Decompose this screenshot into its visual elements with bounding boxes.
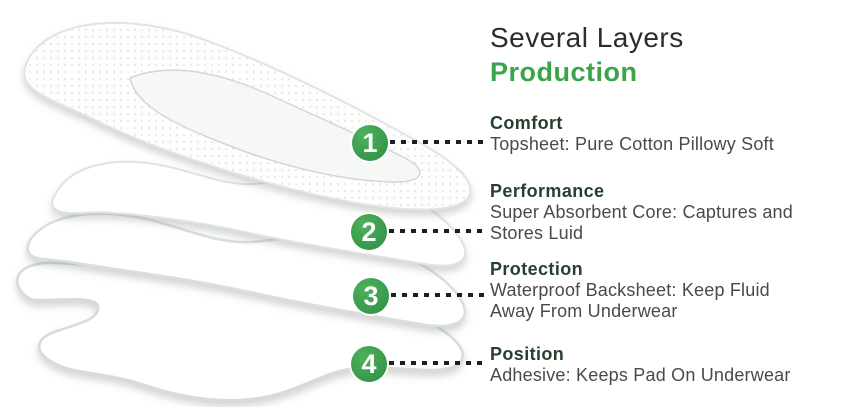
step-1-heading: Comfort [490,113,563,133]
step-3-description-line: Away From Underwear [490,301,678,321]
step-2-badge: 2 [351,214,387,250]
pad-illustration [16,21,472,402]
step-4-text: Position Adhesive: Keeps Pad On Underwea… [490,344,846,386]
step-1-connector-line [390,140,484,144]
page-title: Several Layers [490,22,684,53]
step-2-description-line: Super Absorbent Core: Captures and [490,202,793,222]
pad-layers-svg [16,21,472,402]
step-2-heading: Performance [490,181,605,201]
step-3-description-line: Waterproof Backsheet: Keep Fluid [490,280,770,300]
step-1-badge: 1 [352,125,388,161]
step-1-text: Comfort Topsheet: Pure Cotton Pillowy So… [490,113,846,155]
step-2-text: Performance Super Absorbent Core: Captur… [490,181,846,244]
step-1-description-line: Topsheet: Pure Cotton Pillowy Soft [490,134,774,154]
step-2-connector-line [389,229,483,233]
step-4-badge: 4 [351,346,387,382]
layer-topsheet [23,21,472,211]
page-subtitle: Production [490,57,638,87]
step-3-heading: Protection [490,259,584,279]
step-2-description-line: Stores Luid [490,223,584,243]
step-3-badge: 3 [353,278,389,314]
core-outline [129,69,421,183]
step-4-heading: Position [490,344,565,364]
step-4-description-line: Adhesive: Keeps Pad On Underwear [490,365,791,385]
step-3-connector-line [391,293,485,297]
title-block: Several Layers Production [490,22,684,87]
step-4-connector-line [389,361,483,365]
step-3-text: Protection Waterproof Backsheet: Keep Fl… [490,259,846,322]
